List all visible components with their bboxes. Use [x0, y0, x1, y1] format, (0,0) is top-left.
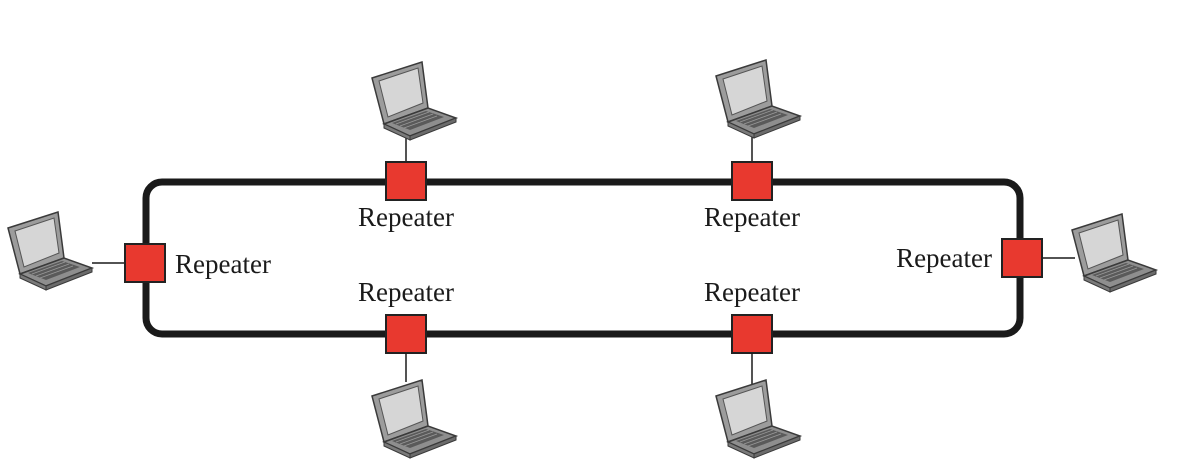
repeater-right: Repeater	[896, 213, 1157, 293]
ring-cable	[142, 178, 1024, 338]
laptop-icon	[371, 61, 457, 141]
laptop-icon	[715, 379, 801, 459]
laptop-icon	[1071, 213, 1157, 293]
laptop-icon	[371, 379, 457, 459]
repeater-label: Repeater	[704, 277, 800, 307]
repeater-label: Repeater	[704, 202, 800, 232]
repeater-label: Repeater	[896, 243, 992, 273]
repeater-left: Repeater	[7, 211, 271, 291]
laptop-icon	[7, 211, 93, 291]
repeater-top-right: Repeater	[704, 59, 801, 232]
repeater-top-left: Repeater	[358, 61, 457, 232]
repeater-label: Repeater	[358, 202, 454, 232]
laptop-icon	[715, 59, 801, 139]
repeater-bottom-right: Repeater	[704, 277, 801, 459]
repeater-label: Repeater	[175, 249, 271, 279]
repeater-label: Repeater	[358, 277, 454, 307]
repeater-bottom-left: Repeater	[358, 277, 457, 459]
